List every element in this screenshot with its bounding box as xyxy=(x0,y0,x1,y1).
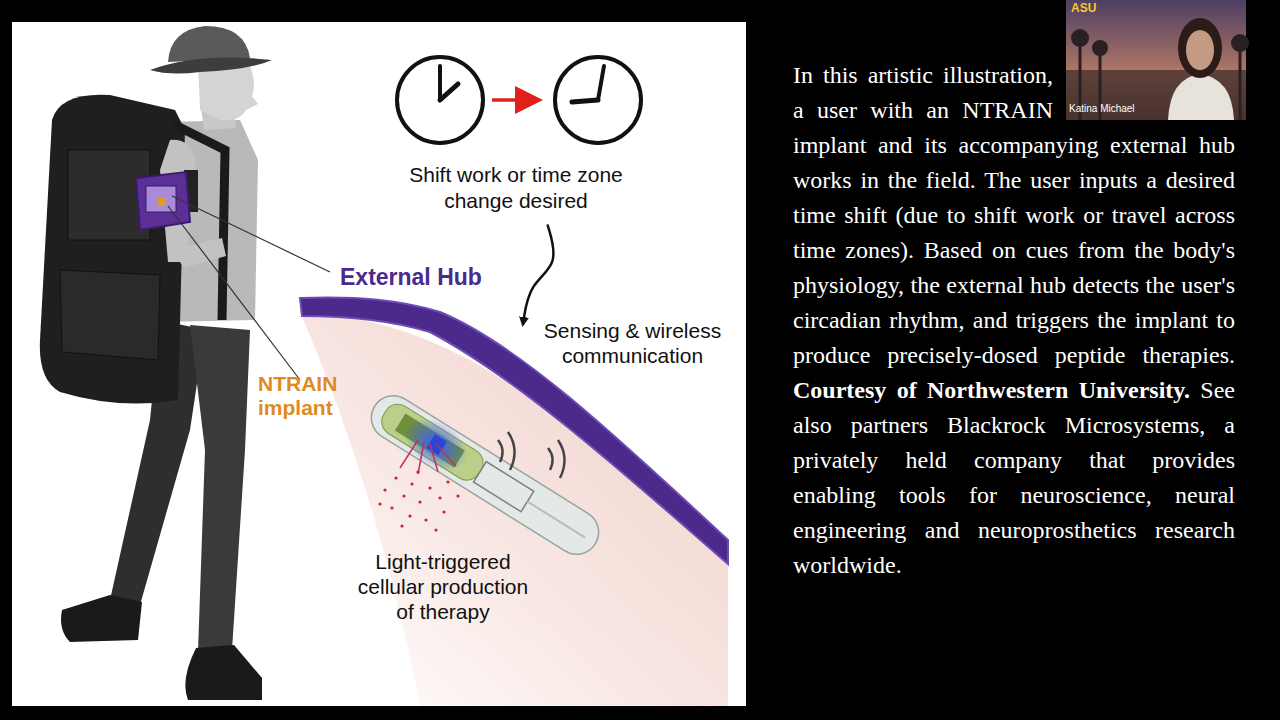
description-paragraph: In this artistic illustration, a user wi… xyxy=(793,58,1235,583)
node-heading: Light-triggered cellular production of t… xyxy=(347,549,539,625)
part-label: NTRAIN implant xyxy=(258,372,368,420)
speaker-name: Katina Michael xyxy=(1069,103,1179,114)
shift-arrow xyxy=(492,98,536,102)
clock-before xyxy=(397,57,483,143)
node-heading: Shift work or time zone change desired xyxy=(389,162,643,215)
slide-panel xyxy=(12,22,746,706)
wireless-waves xyxy=(498,432,565,478)
leader-line xyxy=(168,206,300,380)
node-text: Sensing & wireless communication xyxy=(535,318,730,368)
webcam-overlay xyxy=(1066,0,1249,120)
paragraph-text: See also partners Blackrock Microsystems… xyxy=(793,377,1235,578)
external-hub: External HubSensing & wireless communica… xyxy=(330,262,730,387)
credit-text: Courtesy of Northwestern University. xyxy=(793,377,1190,403)
person-figure xyxy=(40,26,272,700)
paragraph-text: In this artistic illustration, a user wi… xyxy=(793,62,1235,368)
light-rays xyxy=(400,440,456,474)
clock-after xyxy=(555,57,641,143)
logo-text: ASU xyxy=(1071,2,1111,15)
shift-request-panel: Shift work or time zone change desired xyxy=(385,158,647,219)
node-heading: External Hub xyxy=(340,264,540,292)
flow-arrow xyxy=(523,225,553,325)
therapy-dots xyxy=(378,470,459,531)
implant-capsule xyxy=(363,387,607,562)
webcam-spacer xyxy=(1053,58,1235,122)
leader-line xyxy=(172,196,330,272)
ntrain-implant: Light-triggered cellular production of t… xyxy=(343,545,543,629)
